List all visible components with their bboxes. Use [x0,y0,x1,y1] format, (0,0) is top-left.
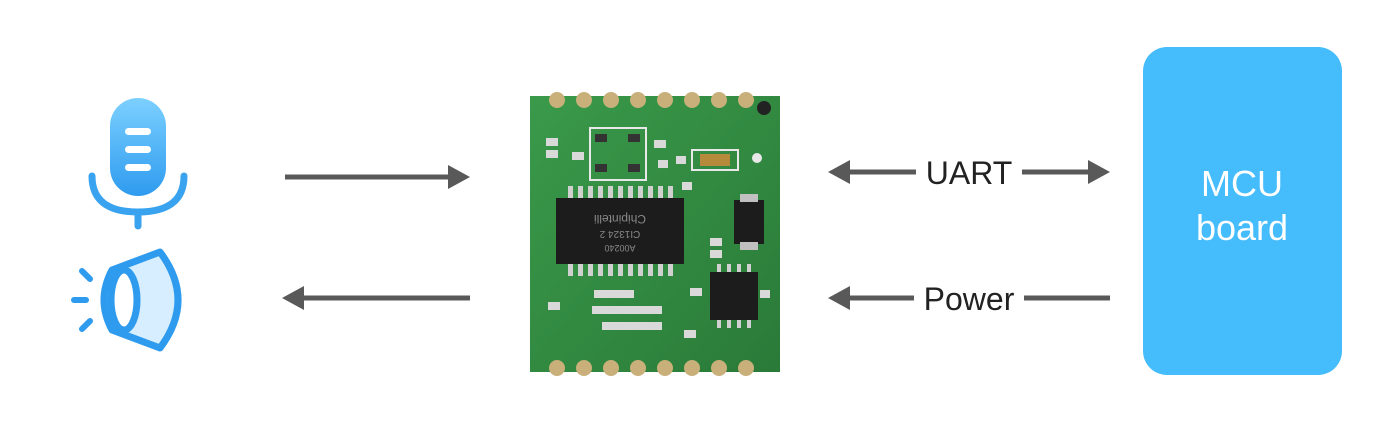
chip-text-2: CI1324 2 [599,228,640,239]
bottom-pin-row [549,360,754,376]
uart-link: UART [828,155,1110,191]
top-pin-row [549,92,754,108]
uart-label: UART [926,155,1013,191]
voice-module-board: A00240 CI1324 2 Chipintelli [530,92,780,376]
main-chip [556,198,684,264]
arrow-module-to-speaker [282,286,470,310]
chip-text-3: A00240 [604,243,635,253]
mcu-board: MCU board [1143,47,1342,375]
speaker-icon [71,248,182,352]
amplifier-chip [710,272,758,320]
microphone-icon [88,98,188,230]
arrow-mic-to-module [285,165,470,189]
main-ic-pins [568,186,673,276]
mcu-label-line2: board [1196,207,1288,248]
power-link: Power [828,281,1110,317]
chip-text-1: Chipintelli [594,212,646,226]
power-label: Power [924,281,1015,317]
mcu-label-line1: MCU [1201,163,1283,204]
